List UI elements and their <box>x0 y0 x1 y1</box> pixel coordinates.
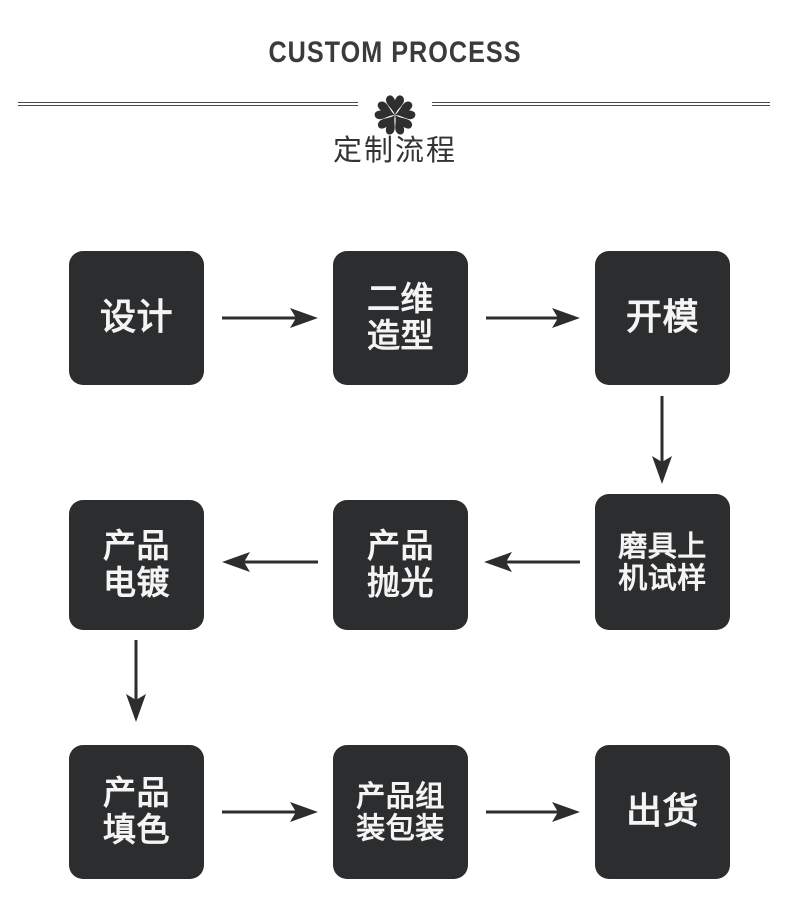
divider-line-left <box>18 102 358 106</box>
connector-assembly-to-shipping <box>486 802 580 822</box>
process-node-polishing[interactable]: 产品 抛光 <box>333 500 468 630</box>
connector-color-filling-to-assembly <box>222 802 318 822</box>
process-node-shipping[interactable]: 出货 <box>595 745 730 879</box>
process-node-label: 产品 填色 <box>103 773 170 849</box>
page-subtitle: 定制流程 <box>332 135 457 167</box>
connector-polishing-to-electroplating <box>222 552 318 572</box>
page-header: CUSTOM PROCESS <box>0 0 790 190</box>
process-node-2d-modeling[interactable]: 二维 造型 <box>333 251 468 385</box>
connector-mold-trial-to-polishing <box>484 552 580 572</box>
process-node-label: 二维 造型 <box>367 279 434 355</box>
process-node-label: 出货 <box>625 790 699 832</box>
process-node-label: 产品组 装包装 <box>356 778 445 845</box>
process-node-label: 产品 电镀 <box>103 526 170 602</box>
process-node-electroplating[interactable]: 产品 电镀 <box>69 500 204 630</box>
process-node-label: 产品 抛光 <box>367 526 434 602</box>
process-node-label: 磨具上 机试样 <box>618 528 707 595</box>
page-title: CUSTOM PROCESS <box>268 36 522 69</box>
process-node-label: 设计 <box>99 296 173 338</box>
process-node-mold-opening[interactable]: 开模 <box>595 251 730 385</box>
connector-electroplating-to-color-filling <box>126 640 146 722</box>
connector-design-to-2d-modeling <box>222 308 318 328</box>
connector-mold-opening-to-mold-trial <box>652 396 672 484</box>
divider-line-right <box>432 102 770 106</box>
process-node-design[interactable]: 设计 <box>69 251 204 385</box>
header-divider <box>0 93 790 135</box>
connector-2d-modeling-to-mold-opening <box>486 308 580 328</box>
process-node-color-filling[interactable]: 产品 填色 <box>69 745 204 879</box>
five-petal-flower-icon <box>374 95 416 135</box>
process-node-assembly-packing[interactable]: 产品组 装包装 <box>333 745 468 879</box>
process-node-mold-trial[interactable]: 磨具上 机试样 <box>595 494 730 630</box>
process-node-label: 开模 <box>625 296 699 338</box>
